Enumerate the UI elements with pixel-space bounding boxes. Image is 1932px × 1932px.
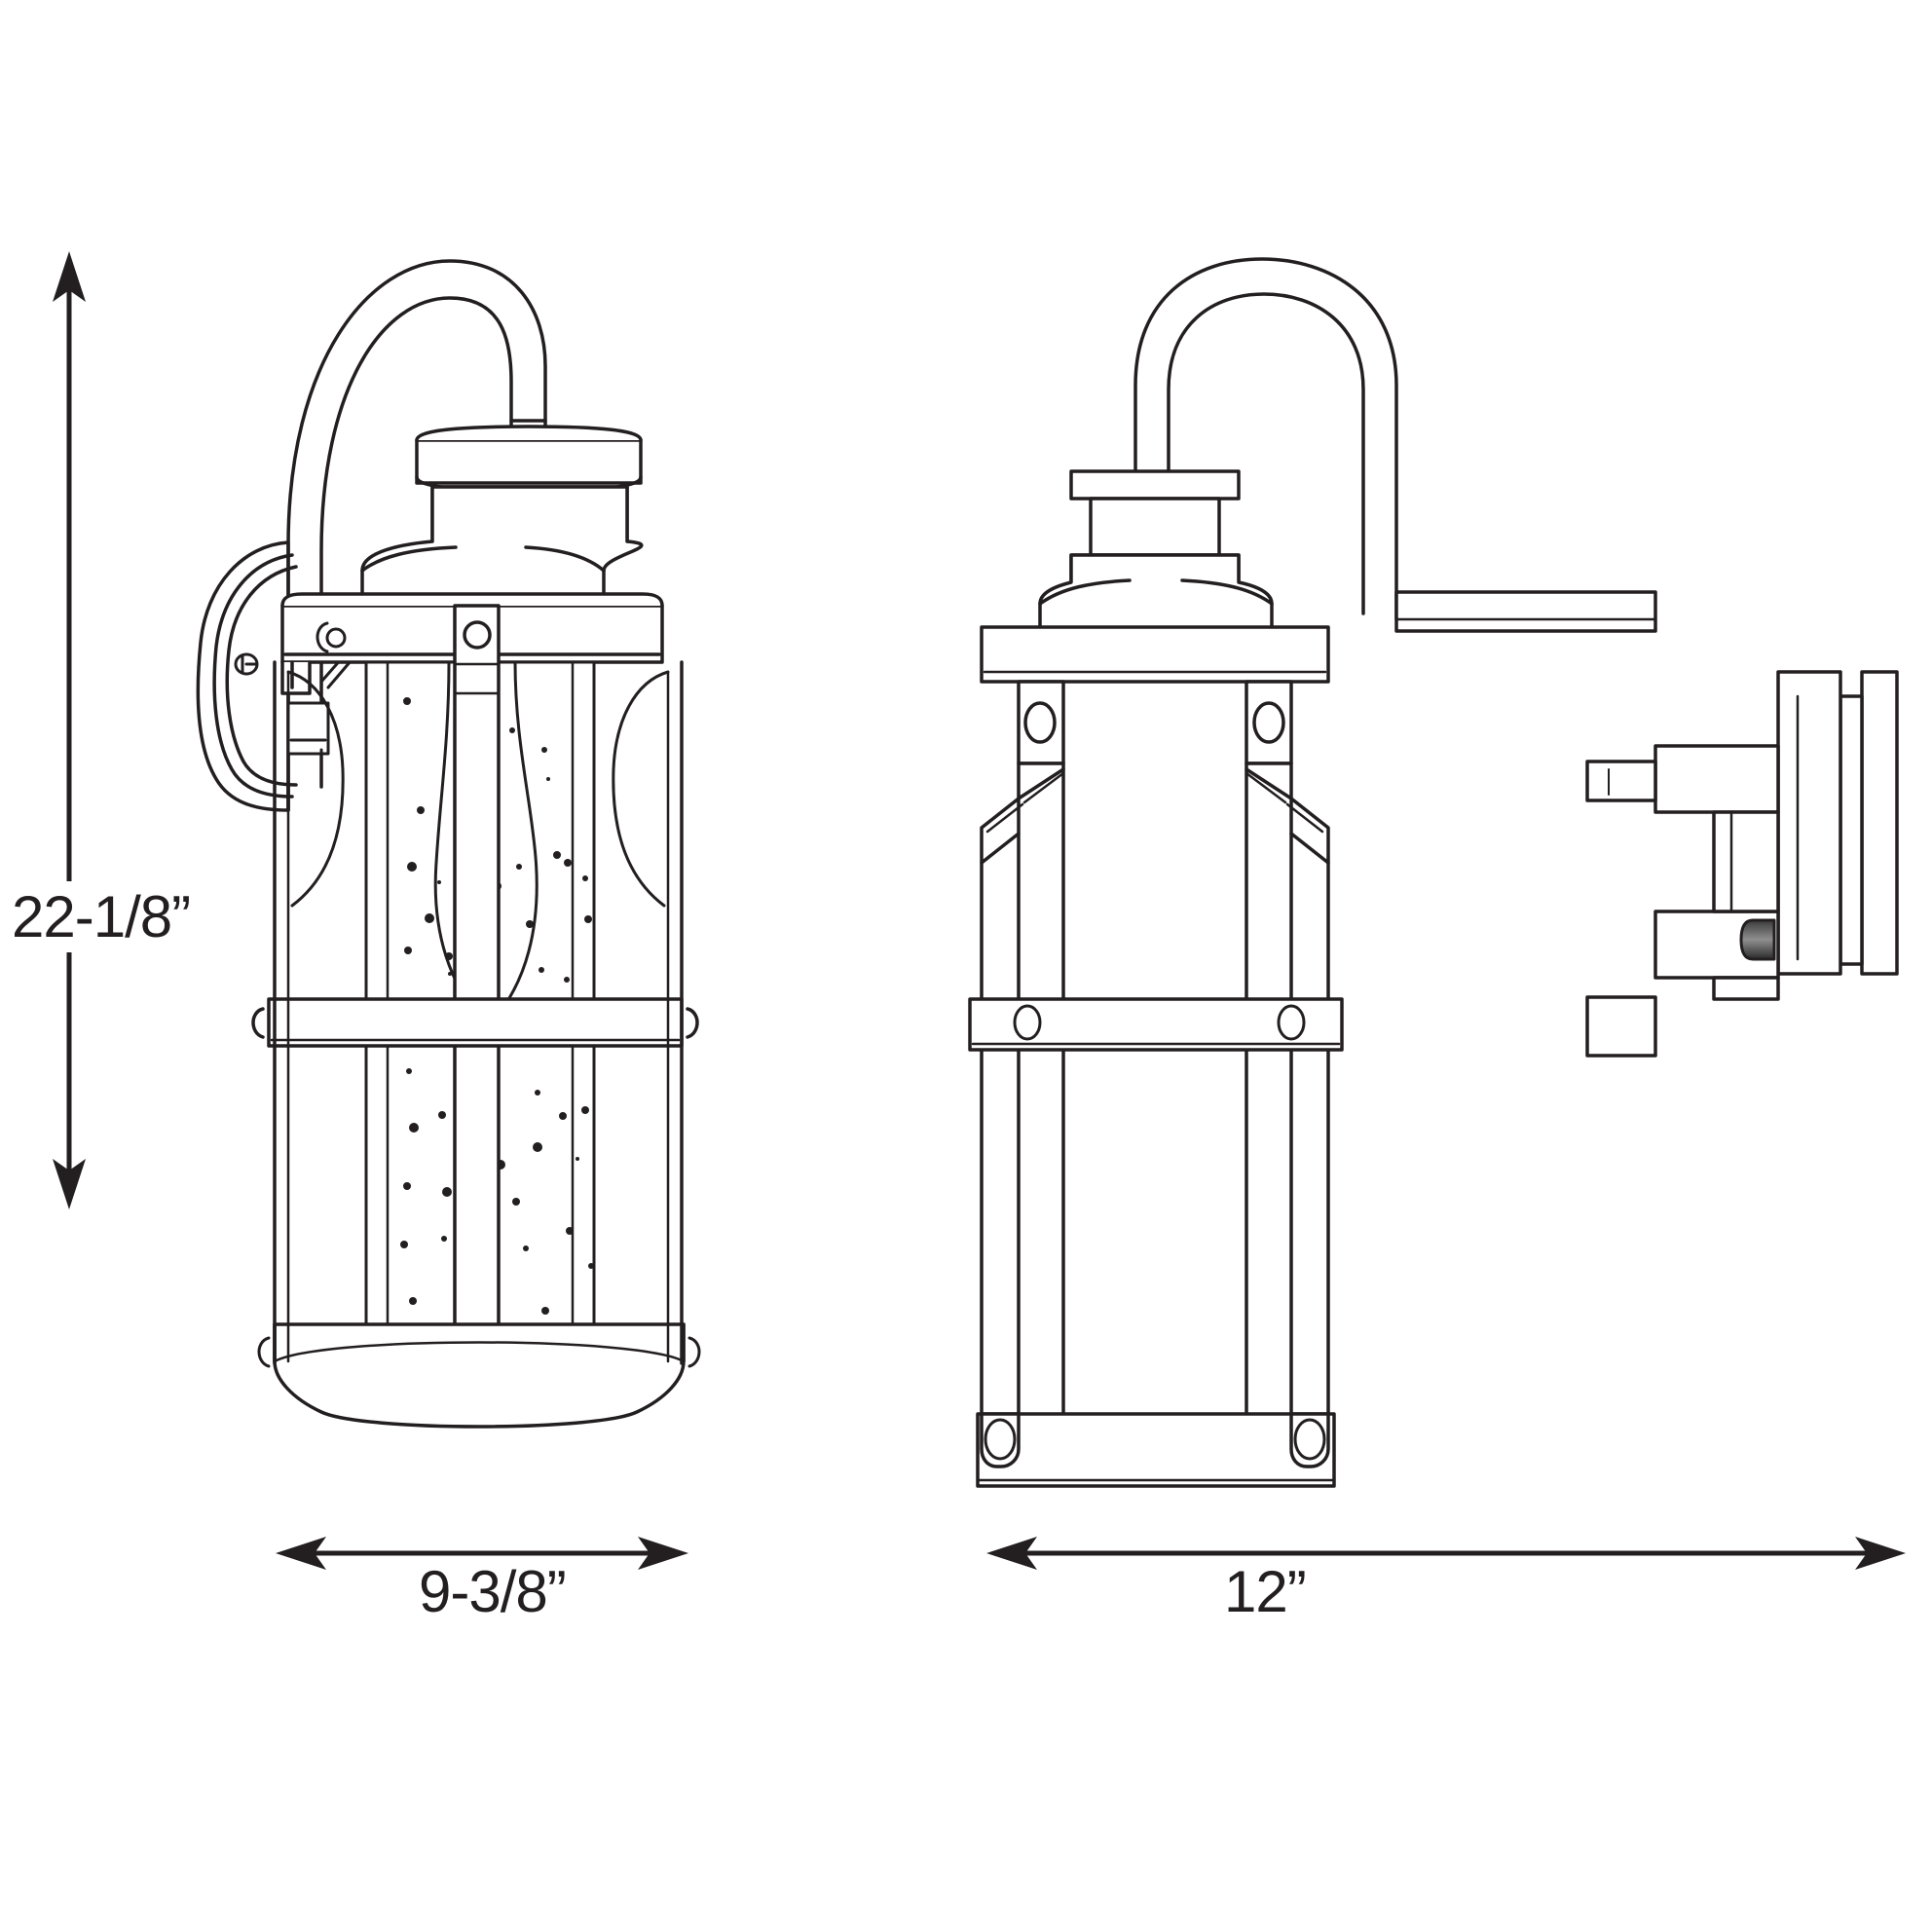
lantern-body-side — [1061, 767, 1248, 1447]
arm-mount-bracket — [286, 701, 330, 756]
cage-bar-left — [273, 660, 290, 1365]
side-elevation-view — [968, 257, 1899, 1488]
cage-struts-side — [980, 680, 1330, 1447]
round-wall-plate — [196, 540, 298, 812]
gooseneck-arm-side — [1133, 257, 1398, 621]
lantern-base-side — [976, 1412, 1336, 1488]
lantern-base — [257, 1322, 701, 1429]
dimension-height — [53, 251, 86, 1209]
lantern-top-plate-side — [980, 625, 1330, 684]
thumbscrew[interactable] — [1739, 918, 1776, 961]
wall-backplate — [1585, 670, 1899, 1058]
dimension-width-front-label: 9-3/8” — [419, 1559, 567, 1624]
horizontal-cage-band — [251, 997, 699, 1048]
cage-bar-right — [666, 660, 684, 1365]
dimension-width-side — [986, 1537, 1906, 1570]
dimension-width-front — [276, 1537, 688, 1570]
horizontal-cage-band-side — [968, 997, 1344, 1052]
lantern-shoulder-side — [1038, 553, 1274, 633]
arm-wall-link — [1394, 590, 1657, 633]
top-plate-rivets — [316, 621, 347, 653]
wall-plate-screw — [234, 652, 259, 676]
dimension-width-side-label: 12” — [1224, 1559, 1307, 1624]
lantern-shoulder — [360, 485, 644, 610]
dimension-height-label: 22-1/8” — [8, 881, 195, 952]
cage-shoulder-transitions — [286, 670, 670, 908]
front-elevation-view — [196, 259, 701, 1429]
